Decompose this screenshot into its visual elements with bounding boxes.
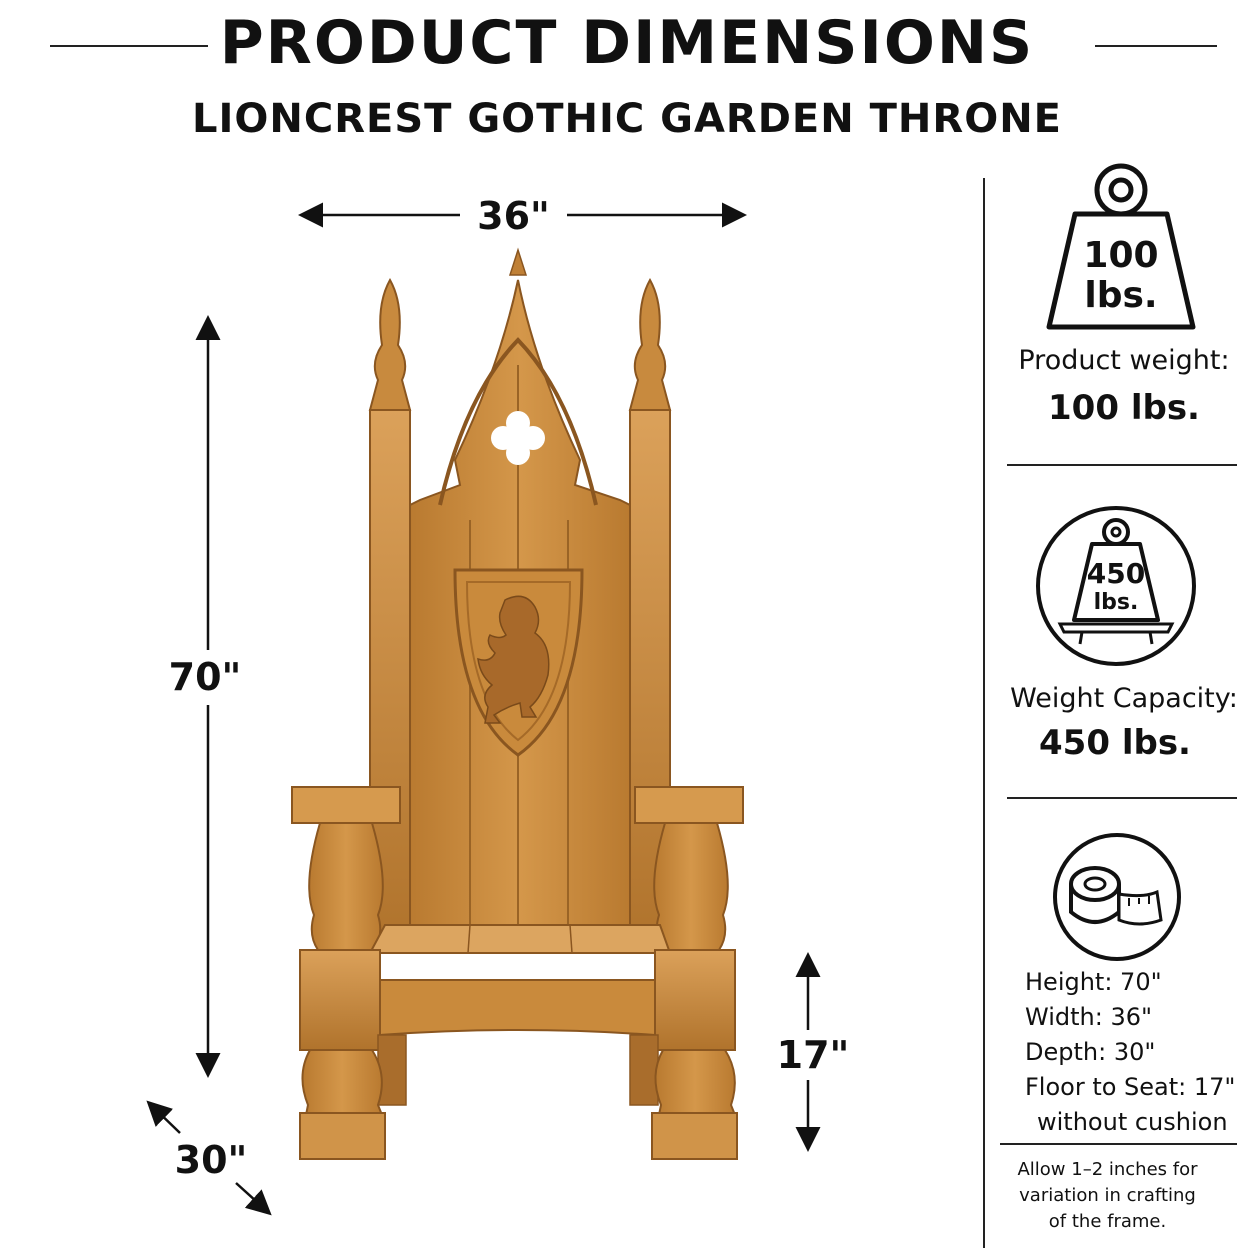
- panel-divider: [983, 178, 985, 1248]
- width-label: 36": [477, 194, 550, 238]
- depth-label: 30": [174, 1138, 248, 1182]
- section-rule: [1000, 1143, 1237, 1145]
- seat: [368, 924, 672, 954]
- capacity-value: 450 lbs.: [1039, 723, 1191, 763]
- height-label: 70": [168, 655, 242, 699]
- throne-illustration: [291, 247, 744, 1160]
- weight-icon-value: 100 lbs.: [1083, 235, 1159, 316]
- list-item: Height: 70": [1025, 968, 1162, 996]
- dimensions-list: Height: 70" Width: 36" Depth: 30" Floor …: [1025, 965, 1240, 1140]
- depth-arrow-back: [146, 1100, 181, 1134]
- list-item: Floor to Seat: 17": [1025, 1073, 1236, 1101]
- section-rule: [1007, 464, 1237, 466]
- capacity-icon-value: 450 lbs.: [1086, 557, 1146, 616]
- weight-label: Product weight:: [1018, 345, 1230, 376]
- capacity-scale-icon: [1036, 506, 1196, 666]
- tape-measure-icon: [1053, 833, 1181, 961]
- list-item: Depth: 30": [1025, 1038, 1156, 1066]
- weight-value: 100 lbs.: [1048, 388, 1200, 428]
- seat-height-label: 17": [776, 1033, 850, 1077]
- list-item: Width: 36": [1025, 1003, 1153, 1031]
- weight-icon: [1046, 163, 1196, 330]
- variation-note: Allow 1–2 inches for variation in crafti…: [1017, 1159, 1198, 1232]
- list-item: without cushion: [1037, 1108, 1228, 1136]
- right-armrest: [634, 786, 744, 824]
- page-title: PRODUCT DIMENSIONS: [219, 8, 1035, 78]
- left-armrest: [291, 786, 401, 824]
- capacity-label: Weight Capacity:: [1010, 683, 1238, 714]
- depth-arrow-front: [235, 1182, 272, 1216]
- section-rule: [1007, 797, 1237, 799]
- title-rule-left: [50, 45, 208, 47]
- quatrefoil-window: [491, 411, 545, 465]
- product-name: LIONCREST GOTHIC GARDEN THRONE: [192, 96, 1062, 142]
- title-rule-right: [1095, 45, 1217, 47]
